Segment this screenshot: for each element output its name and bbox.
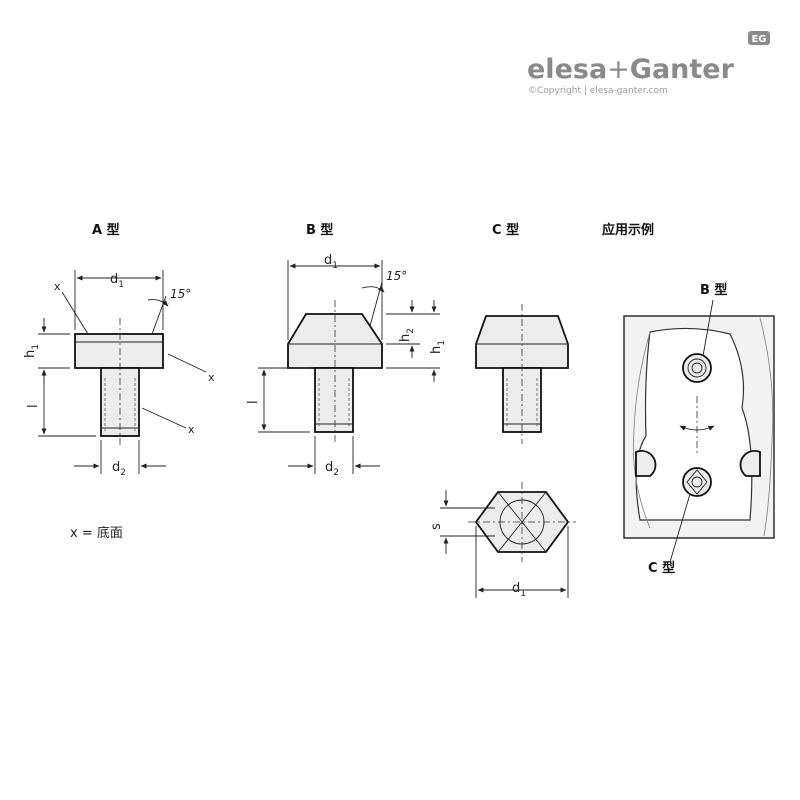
type-b-shank xyxy=(314,367,354,433)
type-a-drawing xyxy=(38,270,207,474)
svg-text:elesa+Ganter: elesa+Ganter xyxy=(527,54,735,85)
type-a-l-label: l xyxy=(26,404,41,408)
type-a-head xyxy=(74,333,164,369)
type-b-drawing xyxy=(258,260,440,474)
title-type-c: C 型 xyxy=(492,222,519,238)
type-b-d1-label: d1 xyxy=(324,253,338,271)
copyright-text: ©Copyright | elesa-ganter.com xyxy=(528,86,668,96)
type-a-h1-label: h1 xyxy=(23,344,41,358)
type-a-x-label-head: x xyxy=(208,371,215,384)
application-example-drawing xyxy=(623,299,775,563)
type-a-angle-label: 15° xyxy=(170,287,191,301)
type-c-drawing xyxy=(440,304,576,598)
logo-badge-text: EG xyxy=(751,34,766,45)
application-clamp-b xyxy=(682,353,712,383)
type-a-d1-label: d1 xyxy=(110,272,124,290)
legend-note: x = 底面 xyxy=(70,525,123,541)
type-a-x-label-top: x xyxy=(54,280,61,293)
logo-badge xyxy=(748,31,770,45)
application-side-clamp-left xyxy=(635,449,657,477)
type-b-angle-label: 15° xyxy=(386,269,407,283)
logo-brand-ganter: Ganter xyxy=(630,54,735,85)
title-type-a: A 型 xyxy=(92,222,120,238)
title-application-example: 应用示例 xyxy=(602,222,654,238)
type-a-x-label-shank: x xyxy=(188,423,195,436)
application-label-type-b: B 型 xyxy=(700,282,727,298)
type-c-s-label: s xyxy=(429,523,444,530)
type-b-l-label: l xyxy=(246,400,261,404)
type-b-d2-label: d2 xyxy=(325,460,339,478)
logo-plus: + xyxy=(607,54,630,85)
application-side-clamp-right xyxy=(739,449,761,477)
title-type-b: B 型 xyxy=(306,222,333,238)
application-clamp-c xyxy=(682,467,712,497)
logo-brand-elesa: elesa xyxy=(527,54,607,85)
brand-logo: elesa+Ganter EG ©Copyright | elesa-gante… xyxy=(527,31,770,96)
type-c-d1-label: d1 xyxy=(512,581,526,599)
type-b-h1-label: h1 xyxy=(429,340,447,354)
type-a-d2-label: d2 xyxy=(112,460,126,478)
type-b-h2-label: h2 xyxy=(398,328,416,342)
application-label-type-c: C 型 xyxy=(648,560,675,576)
